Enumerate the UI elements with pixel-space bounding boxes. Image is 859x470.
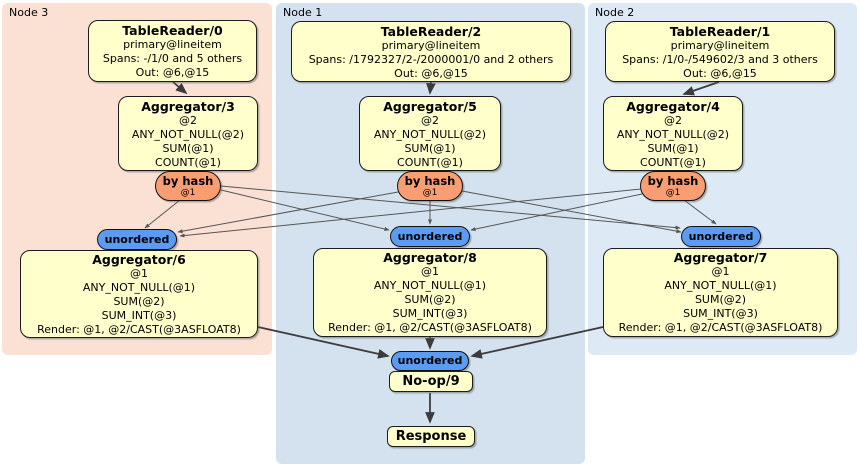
aggregator-3-fn1: ANY_NOT_NULL(@2) (131, 128, 245, 141)
tablereader-1-out: Out: @6,@15 (683, 67, 757, 80)
aggregator-3-title: Aggregator/3 (141, 99, 235, 114)
tablereader-0-box: TableReader/0 primary@lineitem Spans: -/… (88, 20, 257, 82)
noop-box: No-op/9 (389, 371, 473, 392)
edge-reader0-to-agg3 (172, 81, 188, 95)
edge-reader1-to-agg4 (682, 81, 720, 96)
aggregator-5-title: Aggregator/5 (383, 99, 477, 114)
unordered-sync-node3-label: unordered (104, 233, 170, 246)
tablereader-1-title: TableReader/1 (669, 24, 771, 39)
tablereader-2-title: TableReader/2 (380, 24, 482, 39)
aggregator-8-render: Render: @1, @2/CAST(@3ASFLOAT8) (328, 321, 532, 334)
hash-router-node2: by hash @1 (640, 171, 706, 201)
region-node-3-label: Node 3 (9, 6, 49, 19)
aggregator-5-fn2: SUM(@1) (404, 142, 456, 155)
aggregator-8-title: Aggregator/8 (383, 250, 477, 265)
aggregator-6-box: Aggregator/6 @1 ANY_NOT_NULL(@1) SUM(@2)… (20, 250, 258, 338)
aggregator-6-fn1: ANY_NOT_NULL(@1) (82, 281, 196, 294)
edge-agg7-to-final-sync (470, 326, 604, 359)
hash-router-node2-label: by hash (647, 174, 699, 188)
aggregator-3-group: @2 (179, 114, 197, 127)
hash-router-node3: by hash @1 (155, 171, 221, 201)
tablereader-2-spans: Spans: /1792327/2-/2000001/0 and 2 other… (308, 53, 554, 66)
edge-reader2-to-agg5 (426, 81, 436, 95)
aggregator-7-fn1: ANY_NOT_NULL(@1) (664, 279, 777, 292)
aggregator-6-render: Render: @1, @2/CAST(@3ASFLOAT8) (37, 323, 241, 336)
aggregator-3-fn2: SUM(@1) (162, 142, 214, 155)
unordered-sync-node3: unordered (97, 229, 177, 250)
tablereader-0-index: primary@lineitem (123, 38, 222, 51)
hash-router-node1-key: @1 (422, 188, 438, 198)
edge-hash5-to-sync2 (461, 190, 682, 234)
aggregator-8-group: @1 (421, 265, 439, 278)
response-title: Response (395, 429, 467, 444)
edge-hash4-to-sync1 (470, 193, 643, 232)
tablereader-1-box: TableReader/1 primary@lineitem Spans: /1… (605, 21, 835, 82)
aggregator-6-title: Aggregator/6 (92, 252, 186, 267)
aggregator-8-box: Aggregator/8 @1 ANY_NOT_NULL(@1) SUM(@2)… (313, 248, 547, 337)
aggregator-4-title: Aggregator/4 (626, 99, 720, 114)
aggregator-7-fn3: SUM_INT(@3) (683, 307, 758, 320)
unordered-sync-node1: unordered (390, 226, 470, 247)
edge-agg6-to-final-sync (257, 326, 390, 359)
aggregator-4-fn3: COUNT(@1) (640, 156, 706, 169)
unordered-sync-final-label: unordered (397, 354, 463, 367)
aggregator-6-group: @1 (130, 267, 148, 280)
edge-hash4-to-sync3 (179, 188, 642, 238)
aggregator-8-fn2: SUM(@2) (404, 293, 456, 306)
tablereader-1-spans: Spans: /1/0-/549602/3 and 3 others (622, 53, 818, 66)
region-node-1-label: Node 1 (283, 6, 323, 19)
unordered-sync-final: unordered (391, 351, 469, 371)
hash-router-node1: by hash @1 (397, 171, 463, 201)
aggregator-7-box: Aggregator/7 @1 ANY_NOT_NULL(@1) SUM(@2)… (603, 248, 838, 337)
unordered-sync-node1-label: unordered (397, 230, 463, 243)
hash-router-node3-key: @1 (180, 188, 196, 198)
aggregator-6-fn3: SUM_INT(@3) (101, 309, 177, 322)
tablereader-2-index: primary@lineitem (381, 39, 481, 52)
aggregator-7-fn2: SUM(@2) (694, 293, 747, 306)
tablereader-1-index: primary@lineitem (670, 39, 770, 52)
aggregator-4-box: Aggregator/4 @2 ANY_NOT_NULL(@2) SUM(@1)… (603, 96, 743, 171)
aggregator-7-group: @1 (711, 265, 730, 278)
edge-hash3-to-sync2 (220, 185, 681, 230)
response-box: Response (387, 426, 475, 447)
aggregator-6-fn2: SUM(@2) (113, 295, 165, 308)
region-node-2-label: Node 2 (595, 6, 635, 19)
edge-hash3-to-sync3 (144, 199, 181, 229)
tablereader-2-box: TableReader/2 primary@lineitem Spans: /1… (291, 21, 571, 82)
tablereader-0-spans: Spans: -/1/0 and 5 others (102, 52, 243, 65)
aggregator-7-render: Render: @1, @2/CAST(@3ASFLOAT8) (618, 321, 823, 334)
aggregator-4-fn1: ANY_NOT_NULL(@2) (616, 128, 730, 141)
aggregator-3-fn3: COUNT(@1) (155, 156, 221, 169)
tablereader-2-out: Out: @6,@15 (394, 67, 468, 80)
aggregator-7-title: Aggregator/7 (673, 250, 768, 265)
aggregator-5-group: @2 (421, 114, 439, 127)
aggregator-8-fn3: SUM_INT(@3) (392, 307, 468, 320)
hash-router-node3-label: by hash (162, 174, 214, 188)
aggregator-5-fn1: ANY_NOT_NULL(@2) (373, 128, 487, 141)
hash-router-node2-key: @1 (665, 188, 681, 198)
edge-hash4-to-sync2 (683, 199, 717, 225)
unordered-sync-node2-label: unordered (688, 230, 754, 243)
aggregator-8-fn1: ANY_NOT_NULL(@1) (373, 279, 487, 292)
edge-hash3-to-sync1 (220, 189, 390, 231)
tablereader-0-title: TableReader/0 (122, 23, 223, 38)
aggregator-5-box: Aggregator/5 @2 ANY_NOT_NULL(@2) SUM(@1)… (359, 96, 501, 171)
aggregator-3-box: Aggregator/3 @2 ANY_NOT_NULL(@2) SUM(@1)… (118, 96, 258, 171)
aggregator-5-fn3: COUNT(@1) (397, 156, 463, 169)
tablereader-0-out: Out: @6,@15 (135, 66, 210, 79)
unordered-sync-node2: unordered (681, 226, 761, 247)
aggregator-4-fn2: SUM(@1) (647, 142, 699, 155)
edge-hash5-to-sync3 (177, 191, 399, 234)
aggregator-4-group: @2 (664, 114, 682, 127)
hash-router-node1-label: by hash (404, 174, 456, 188)
noop-title: No-op/9 (402, 374, 460, 389)
